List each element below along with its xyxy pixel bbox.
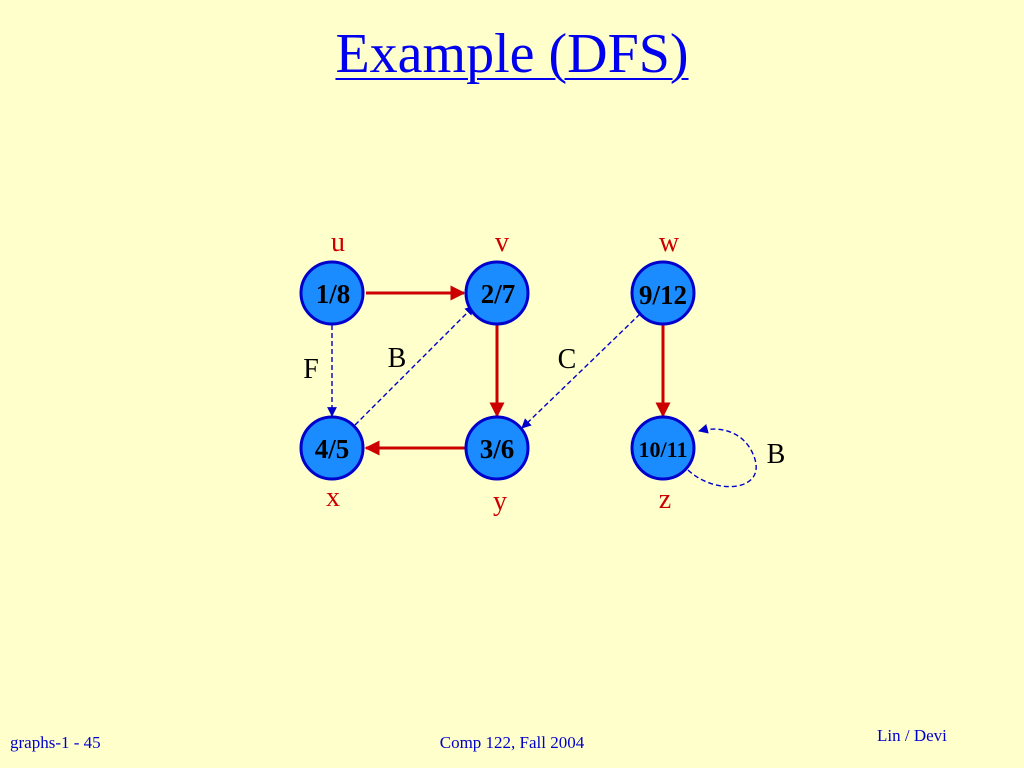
node-y: 3/6: [464, 415, 530, 481]
footer-slide-number: graphs-1 - 45: [10, 733, 101, 752]
node-u-circle: [299, 260, 365, 326]
vertex-name-x: x: [326, 482, 340, 513]
node-v-times: 2/7: [481, 279, 516, 309]
vertex-name-w: w: [659, 227, 680, 258]
node-x-times: 4/5: [315, 434, 350, 464]
node-z: 10/11: [630, 415, 696, 481]
vertex-name-u: u: [331, 227, 345, 258]
vertex-name-v: v: [495, 227, 509, 258]
node-u: 1/8: [299, 260, 365, 326]
edge-label-cross: C: [558, 344, 577, 375]
edge-label-back-xv: B: [388, 343, 407, 374]
node-z-times: 10/11: [639, 437, 688, 462]
edge-x-v-back: [354, 305, 475, 426]
vertex-name-z: z: [659, 484, 671, 515]
edge-label-back-self: B: [767, 439, 786, 470]
footer-authors: Lin / Devi: [877, 726, 947, 745]
node-y-circle: [464, 415, 530, 481]
node-u-times: 1/8: [316, 279, 351, 309]
node-v: 2/7: [464, 260, 530, 326]
edge-z-z-self-loop: [687, 424, 757, 488]
node-v-circle: [464, 260, 530, 326]
node-x: 4/5: [299, 415, 365, 481]
node-y-times: 3/6: [480, 434, 515, 464]
node-w: 9/12: [630, 260, 696, 326]
node-z-circle: [630, 415, 696, 481]
edge-label-forward: F: [303, 354, 319, 385]
node-x-circle: [299, 415, 365, 481]
vertex-name-y: y: [493, 486, 507, 517]
edge-w-y-cross: [521, 313, 641, 429]
node-w-circle: [630, 260, 696, 326]
node-w-times: 9/12: [639, 280, 687, 310]
slide-title: Example (DFS): [335, 23, 689, 85]
footer-course: Comp 122, Fall 2004: [439, 733, 585, 752]
